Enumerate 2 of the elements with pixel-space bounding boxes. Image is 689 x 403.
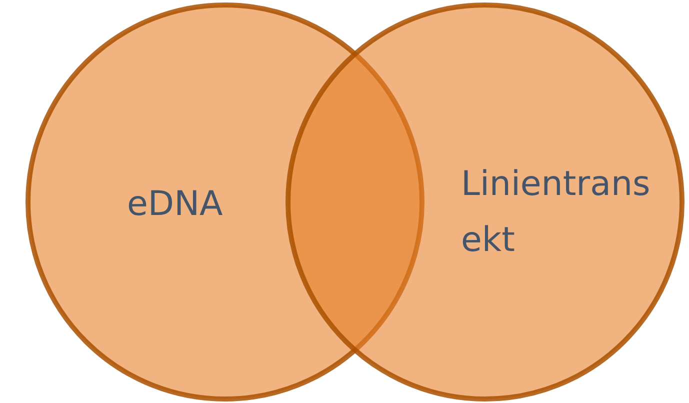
set-label: eDNA [127, 183, 224, 226]
set-label: Linientransekt [461, 163, 652, 262]
